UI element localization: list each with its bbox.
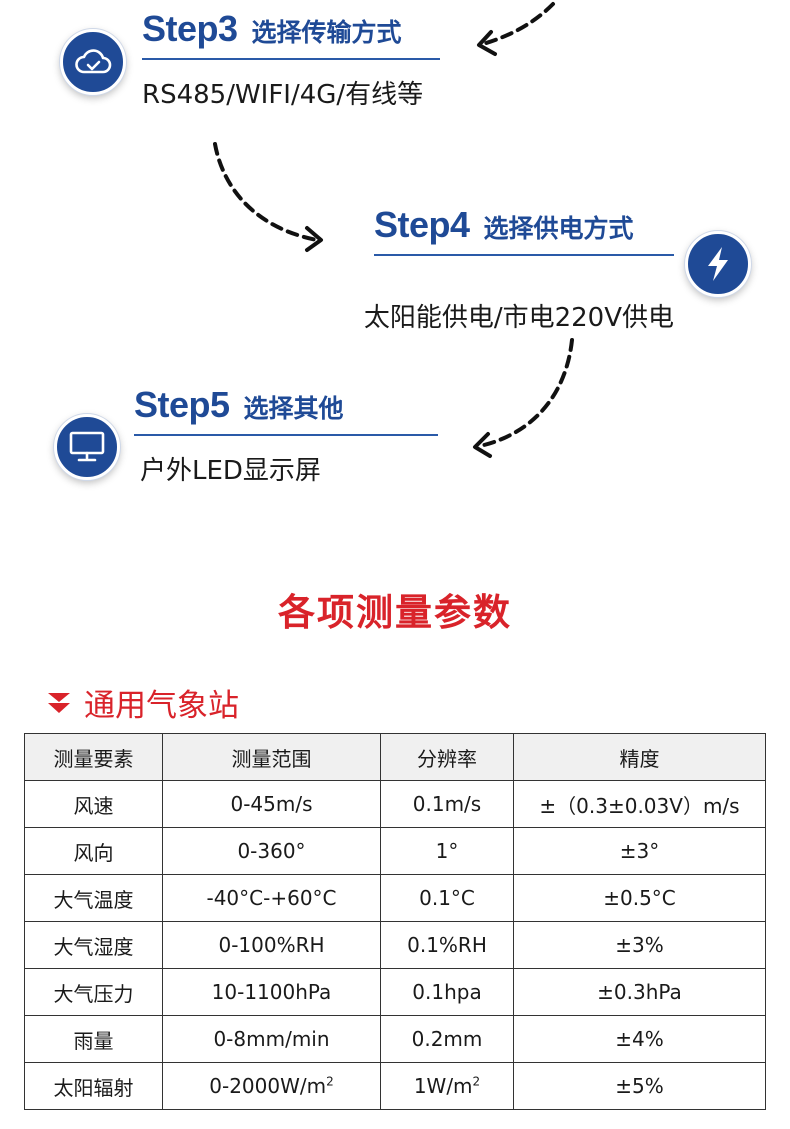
cloud-check-icon (75, 49, 112, 74)
arrow-to-step3-icon (477, 2, 555, 56)
cell-range: -40°C-+60°C (162, 874, 381, 922)
cell-range-superscript: 2 (326, 1074, 334, 1089)
subsection-heading: 通用气象站 (46, 680, 239, 725)
step3-heading: Step3 选择传输方式 (142, 8, 440, 50)
cell-range: 0-8mm/min (162, 1015, 381, 1063)
step4-block: Step4 选择供电方式 (374, 204, 674, 256)
cell-resolution: 0.2mm (380, 1015, 514, 1063)
table-row: 大气压力 10-1100hPa 0.1hpa ±0.3hPa (24, 968, 766, 1016)
cell-element: 雨量 (24, 1015, 163, 1063)
cell-resolution: 0.1°C (380, 874, 514, 922)
cell-accuracy: ±3% (513, 921, 766, 969)
step3-divider (142, 58, 440, 60)
step5-description: 户外LED显示屏 (140, 456, 321, 486)
step4-divider (374, 254, 674, 256)
cell-resolution-value: 1W/m (413, 1074, 473, 1098)
cell-range: 0-45m/s (162, 780, 381, 828)
step4-title: Step4 (374, 204, 470, 245)
cell-accuracy: ±4% (513, 1015, 766, 1063)
step5-block: Step5 选择其他 户外LED显示屏 (134, 384, 438, 487)
cell-resolution: 1° (380, 827, 514, 875)
step5-title: Step5 (134, 384, 230, 425)
section-title: 各项测量参数 (278, 591, 512, 634)
cell-accuracy: ±（0.3±0.03V）m/s (513, 780, 766, 828)
cell-range: 0-100%RH (162, 921, 381, 969)
step3-cloud-icon-badge (60, 29, 126, 95)
step4-description: 太阳能供电/市电220V供电 (363, 303, 674, 333)
header-element: 测量要素 (24, 733, 163, 781)
arrow-to-step5-icon (473, 338, 574, 458)
table-row: 太阳辐射 0-2000W/m2 1W/m2 ±5% (24, 1062, 766, 1110)
table-row: 风速 0-45m/s 0.1m/s ±（0.3±0.03V）m/s (24, 780, 766, 828)
step3-subtitle: 选择传输方式 (251, 18, 402, 47)
step5-heading: Step5 选择其他 (134, 384, 438, 426)
arrow-to-step4-icon (213, 142, 323, 252)
cell-range: 10-1100hPa (162, 968, 381, 1016)
cell-accuracy: ±0.5°C (513, 874, 766, 922)
cell-element: 大气湿度 (24, 921, 163, 969)
cell-element: 风速 (24, 780, 163, 828)
double-chevron-down-icon (48, 692, 70, 713)
table-row: 大气温度 -40°C-+60°C 0.1°C ±0.5°C (24, 874, 766, 922)
table-row: 风向 0-360° 1° ±3° (24, 827, 766, 875)
cell-element: 大气温度 (24, 874, 163, 922)
subsection-label: 通用气象站 (84, 688, 239, 724)
table-header-row: 测量要素 测量范围 分辨率 精度 (24, 733, 766, 781)
cell-resolution-superscript: 2 (472, 1074, 481, 1089)
step4-subtitle: 选择供电方式 (483, 214, 634, 243)
step5-divider (134, 434, 438, 436)
step3-block: Step3 选择传输方式 RS485/WIFI/4G/有线等 (142, 8, 440, 111)
header-accuracy: 精度 (513, 733, 766, 781)
header-range: 测量范围 (162, 733, 381, 781)
cell-accuracy: ±3° (513, 827, 766, 875)
cell-accuracy: ±5% (513, 1062, 766, 1110)
measurement-parameters-table: 测量要素 测量范围 分辨率 精度 风速 0-45m/s 0.1m/s ±（0.3… (24, 733, 766, 1110)
lightning-bolt-icon (708, 247, 728, 281)
step4-lightning-icon-badge (685, 231, 751, 297)
cell-resolution: 1W/m2 (380, 1062, 514, 1110)
step5-monitor-icon-badge (54, 414, 120, 480)
table-row: 雨量 0-8mm/min 0.2mm ±4% (24, 1015, 766, 1063)
monitor-icon (69, 431, 105, 462)
cell-element: 大气压力 (24, 968, 163, 1016)
table-row: 大气湿度 0-100%RH 0.1%RH ±3% (24, 921, 766, 969)
step3-title: Step3 (142, 8, 238, 49)
cell-resolution: 0.1%RH (380, 921, 514, 969)
cell-range: 0-360° (162, 827, 381, 875)
cell-resolution: 0.1hpa (380, 968, 514, 1016)
cell-range: 0-2000W/m2 (162, 1062, 381, 1110)
cell-resolution: 0.1m/s (380, 780, 514, 828)
cell-range-value: 0-2000W/m (209, 1074, 327, 1098)
cell-accuracy: ±0.3hPa (513, 968, 766, 1016)
header-resolution: 分辨率 (380, 733, 514, 781)
cell-element: 太阳辐射 (24, 1062, 163, 1110)
step5-subtitle: 选择其他 (243, 394, 344, 423)
cell-element: 风向 (24, 827, 163, 875)
step3-description: RS485/WIFI/4G/有线等 (142, 80, 424, 110)
step4-heading: Step4 选择供电方式 (374, 204, 674, 246)
